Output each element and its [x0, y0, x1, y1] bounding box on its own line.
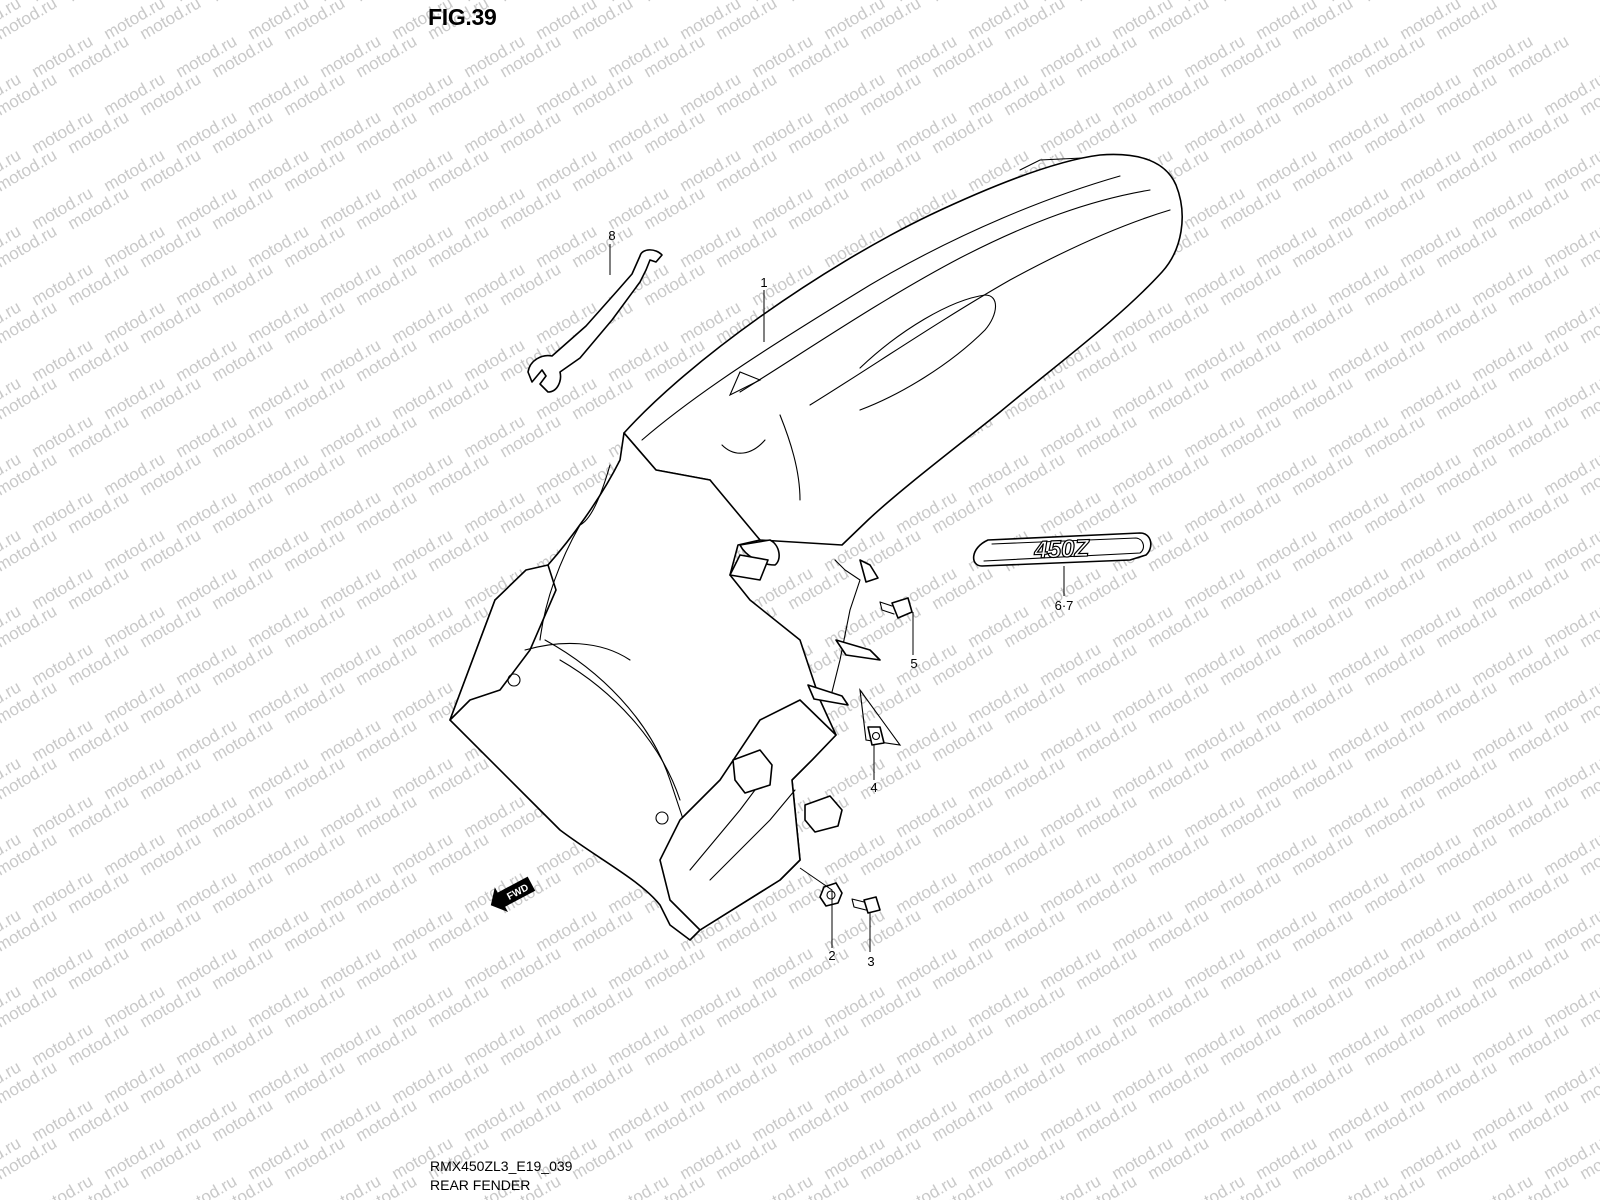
callout-1: 1	[760, 275, 767, 290]
watermark-text: motod.ru	[785, 0, 853, 5]
bolt-part-5	[879, 597, 913, 619]
drawing-code: RMX450ZL3_E19_039	[430, 1158, 573, 1174]
watermark-text: motod.ru	[1073, 0, 1141, 5]
nut-part-2	[819, 882, 843, 907]
figure-title: FIG.39	[428, 4, 497, 30]
callout-6-7: 6·7	[1055, 598, 1074, 613]
decal-450z-part: 450Z	[972, 532, 1152, 567]
callout-labels: 8 1 5 4 2 3 6·7	[608, 228, 1073, 969]
watermark-text: motod.ru	[209, 0, 277, 5]
watermark-text: motod.ru	[641, 0, 709, 5]
callout-4: 4	[870, 780, 877, 795]
watermark-text: motod.ru	[1217, 0, 1285, 5]
wrench-part	[527, 249, 663, 393]
nut-clip-part-4	[867, 726, 885, 746]
section-name: REAR FENDER	[430, 1177, 531, 1193]
callout-5: 5	[910, 656, 917, 671]
watermark-text: motod.ru	[65, 0, 133, 5]
callout-3: 3	[867, 954, 874, 969]
watermark-text: motod.ru	[497, 0, 565, 5]
rear-fender-part	[449, 153, 1183, 941]
decal-text: 450Z	[1033, 535, 1091, 564]
callout-8: 8	[608, 228, 615, 243]
leader-lines	[609, 244, 1065, 952]
watermark-text: motod.ru	[929, 0, 997, 5]
watermark-text: motod.ru	[1361, 0, 1429, 5]
callout-2: 2	[828, 948, 835, 963]
bolt-part-3	[851, 896, 881, 914]
watermark-text: motod.ru	[353, 0, 421, 5]
